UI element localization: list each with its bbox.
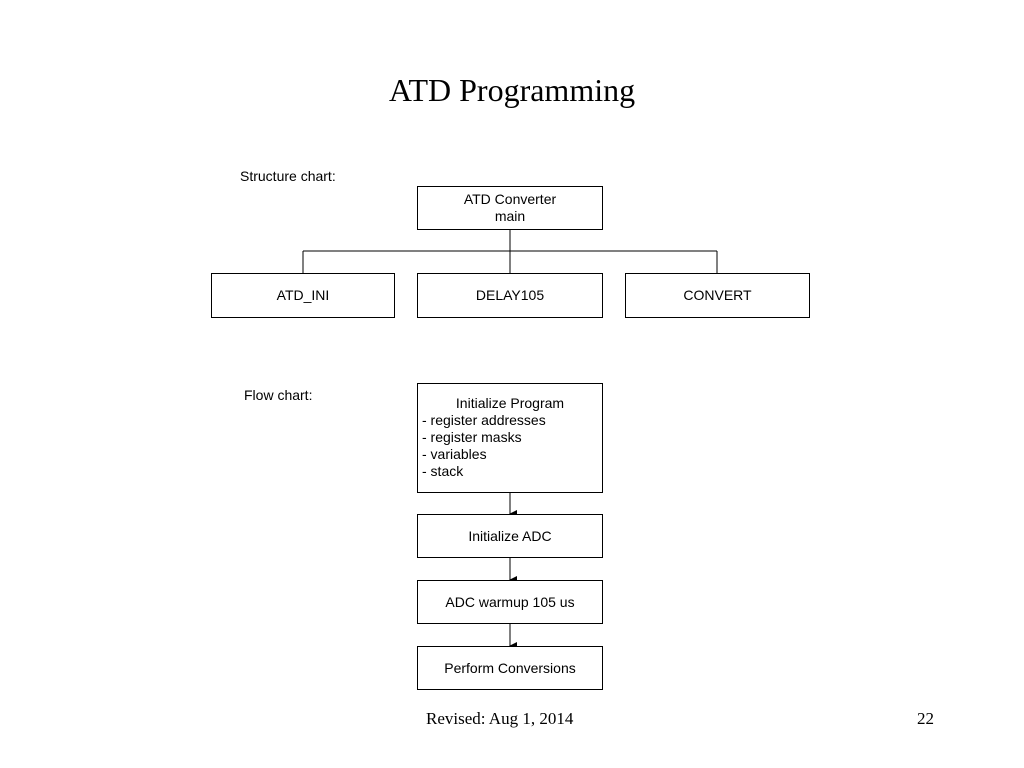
flow-init-item: - variables bbox=[422, 446, 487, 462]
structure-child-label: ATD_INI bbox=[276, 287, 330, 303]
structure-chart-label: Structure chart: bbox=[240, 168, 336, 184]
flow-step-initialize-adc: Initialize ADC bbox=[417, 514, 603, 558]
page-title: ATD Programming bbox=[388, 72, 636, 108]
flow-step-perform-conversions: Perform Conversions bbox=[417, 646, 603, 690]
footer-revised-date: Revised: Aug 1, 2014 bbox=[426, 709, 574, 728]
flow-chart-label: Flow chart: bbox=[244, 387, 313, 403]
flow-init-item: - register masks bbox=[422, 429, 522, 445]
structure-root-line-2: main bbox=[494, 208, 526, 224]
structure-child-atd-ini: ATD_INI bbox=[211, 273, 395, 318]
flow-init-item: - register addresses bbox=[422, 412, 546, 428]
structure-root-line-1: ATD Converter bbox=[463, 191, 557, 207]
flow-step-label: Perform Conversions bbox=[444, 659, 576, 676]
structure-root-box: ATD Converter main bbox=[417, 186, 603, 230]
structure-child-convert: CONVERT bbox=[625, 273, 810, 318]
flow-init-title: Initialize Program bbox=[455, 395, 565, 411]
flow-step-adc-warmup: ADC warmup 105 us bbox=[417, 580, 603, 624]
structure-child-delay105: DELAY105 bbox=[417, 273, 603, 318]
flow-init-program-box: Initialize Program - register addresses … bbox=[417, 383, 603, 493]
structure-child-label: CONVERT bbox=[683, 287, 752, 303]
footer-page-number: 22 bbox=[917, 709, 934, 728]
flow-step-label: ADC warmup 105 us bbox=[445, 593, 575, 610]
structure-child-label: DELAY105 bbox=[475, 287, 545, 303]
flow-step-label: Initialize ADC bbox=[468, 527, 552, 544]
flow-init-item: - stack bbox=[422, 463, 464, 479]
